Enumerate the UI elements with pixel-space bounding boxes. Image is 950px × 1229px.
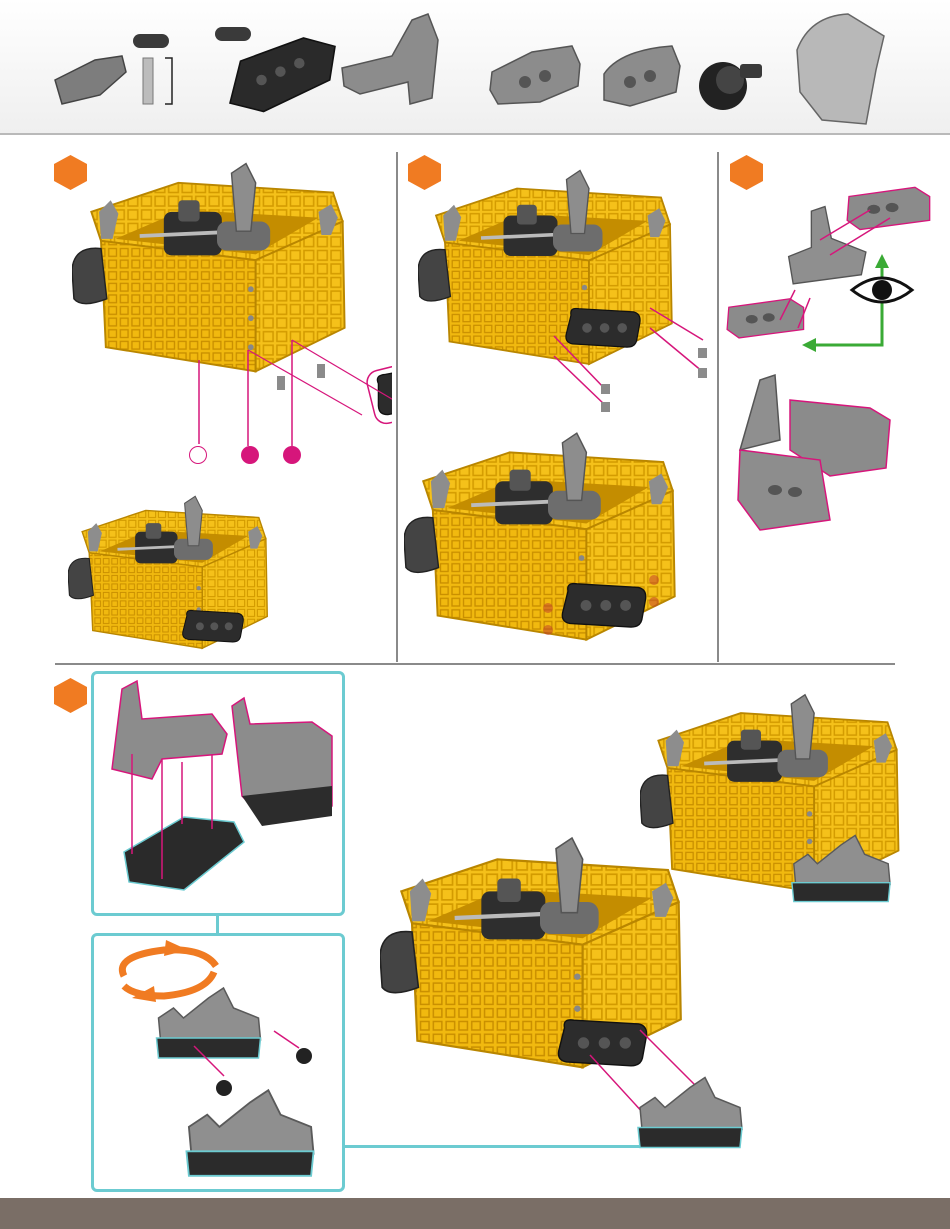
double-plate-icon bbox=[215, 27, 335, 112]
step1-result-assembly bbox=[68, 483, 283, 661]
divider-vertical-1 bbox=[396, 152, 398, 662]
step2-main-assembly bbox=[418, 150, 718, 420]
angled-bracket-icon bbox=[342, 14, 438, 104]
step2-result-assembly bbox=[404, 412, 694, 658]
hole-marker-open bbox=[189, 446, 207, 464]
step3-panel bbox=[720, 180, 945, 540]
axle-connector-icon bbox=[55, 34, 172, 104]
wheel-hub-icon bbox=[699, 62, 762, 110]
quantity-pill bbox=[133, 34, 169, 48]
step1-main-assembly bbox=[72, 150, 392, 470]
divider-horizontal bbox=[55, 663, 895, 665]
hole-marker-filled bbox=[241, 446, 259, 464]
rotate-arrows-icon bbox=[122, 940, 216, 1002]
connector-line bbox=[216, 916, 219, 934]
eye-icon bbox=[852, 278, 912, 302]
parts-illustrations bbox=[0, 0, 950, 133]
subassembly-illustration-bottom bbox=[94, 936, 342, 1189]
subassembly-box-top bbox=[91, 671, 345, 916]
gray-shell-icon bbox=[797, 14, 884, 124]
light-beam-icon bbox=[490, 46, 580, 104]
parts-bar bbox=[0, 0, 950, 135]
curved-beam-icon bbox=[604, 46, 680, 106]
step-marker-hexagon bbox=[54, 678, 87, 713]
step4-result-assembly bbox=[640, 676, 920, 916]
hole-marker-filled bbox=[283, 446, 301, 464]
footer-bar bbox=[0, 1198, 950, 1229]
subassembly-box-bottom bbox=[91, 933, 345, 1192]
subassembly-illustration-top bbox=[94, 674, 342, 913]
